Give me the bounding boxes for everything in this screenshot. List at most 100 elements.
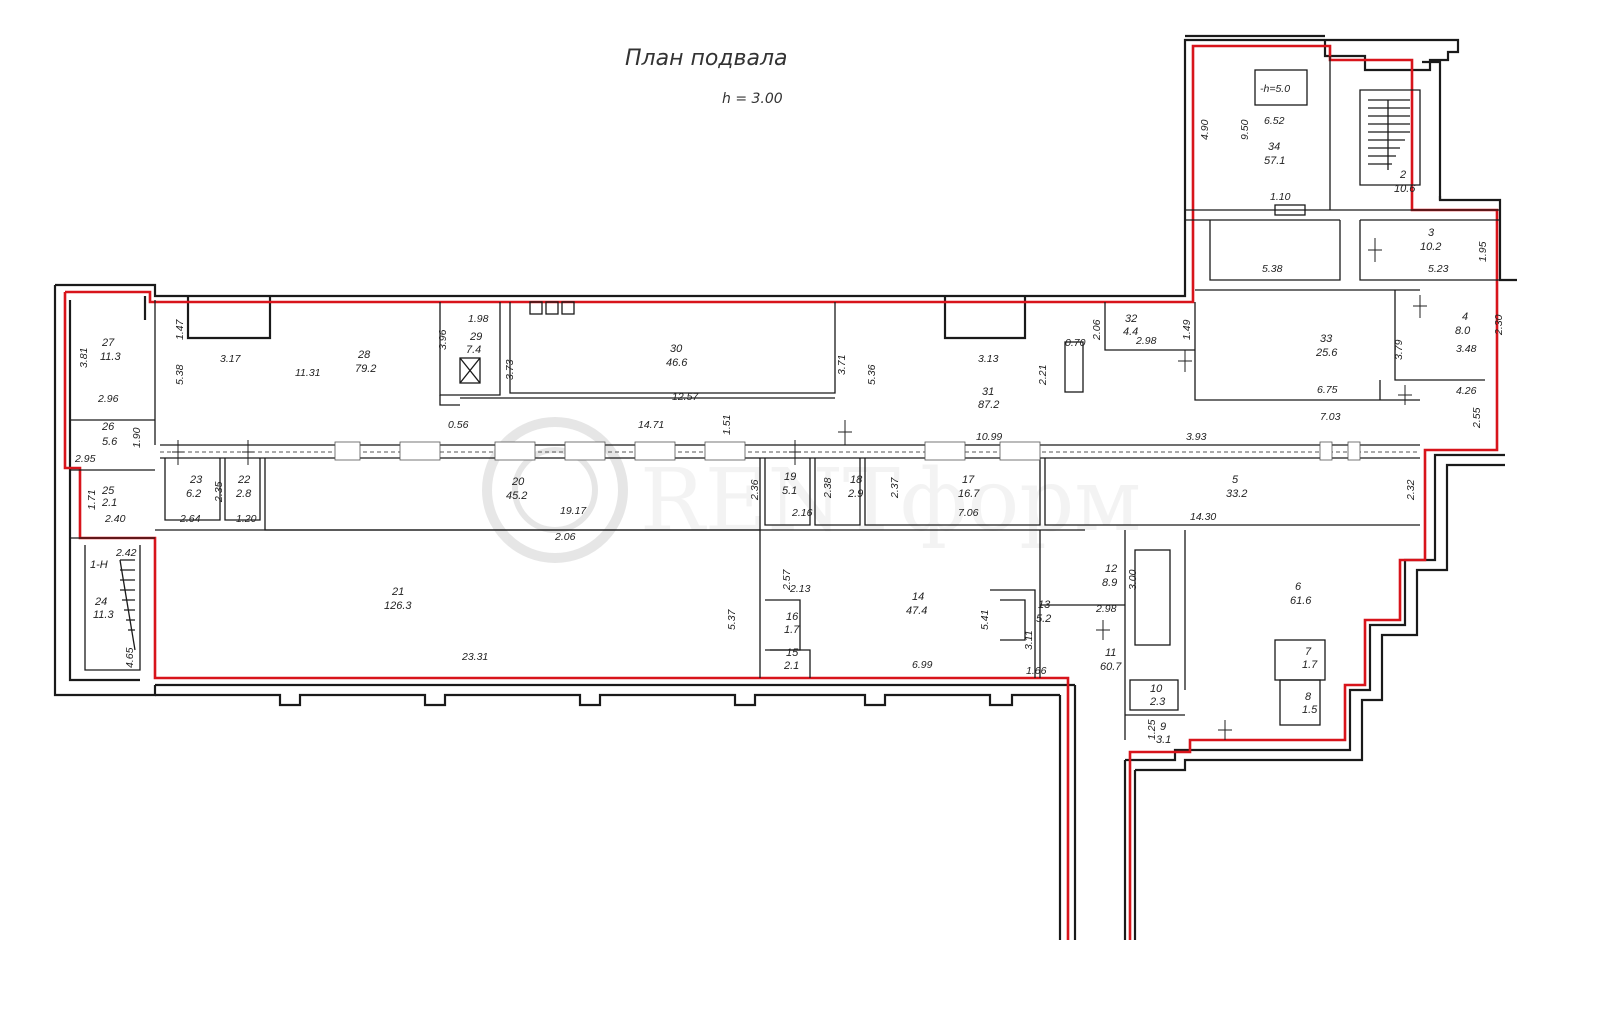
dimension: 0.56 bbox=[448, 419, 469, 431]
dimension: 9.50 bbox=[1239, 119, 1251, 140]
dimension: 2.13 bbox=[789, 583, 811, 595]
dimension: -h=5.0 bbox=[1260, 83, 1290, 95]
dimension: 2.40 bbox=[104, 513, 126, 525]
dimension: 3.73 bbox=[504, 359, 516, 380]
room-number: 8 bbox=[1305, 691, 1312, 703]
dimension: 3.96 bbox=[437, 329, 449, 350]
room-area: 2.9 bbox=[847, 488, 863, 500]
dimension: 5.38 bbox=[174, 364, 186, 385]
room-area: 10.2 bbox=[1420, 241, 1441, 253]
room-area: 5.1 bbox=[782, 485, 797, 497]
room-number: 21 bbox=[391, 586, 404, 598]
dimension-labels: 3.81 2.96 1.47 5.38 3.17 11.31 1.98 3.96… bbox=[74, 83, 1505, 740]
dimension: 5.41 bbox=[979, 610, 991, 630]
dimension: 23.31 bbox=[461, 651, 488, 663]
plan-title: План подвала bbox=[625, 46, 788, 71]
dimension: 2.21 bbox=[1037, 365, 1049, 386]
dimension: 7.06 bbox=[958, 507, 979, 519]
room-area: 57.1 bbox=[1264, 155, 1285, 167]
dimension: 2.42 bbox=[115, 547, 137, 559]
dimension: 4.26 bbox=[1456, 385, 1477, 397]
dimension: 5.36 bbox=[866, 364, 878, 385]
interior-walls bbox=[70, 56, 1501, 740]
dimension: 3.11 bbox=[1023, 630, 1035, 650]
room-area: 46.6 bbox=[666, 357, 688, 369]
room-number: 22 bbox=[237, 474, 250, 486]
room-number: 2 bbox=[1399, 169, 1406, 181]
room-number: 3 bbox=[1428, 227, 1435, 239]
dimension: 2.16 bbox=[791, 507, 813, 519]
room-area: 4.4 bbox=[1123, 326, 1138, 338]
room-number: 6 bbox=[1295, 581, 1302, 593]
dimension: 6.75 bbox=[1317, 384, 1338, 396]
dimension: 11.31 bbox=[295, 367, 321, 379]
dimension: 19.17 bbox=[560, 505, 587, 517]
dimension: 3.81 bbox=[78, 348, 90, 368]
room-number: 29 bbox=[469, 331, 482, 343]
room-area: 10.6 bbox=[1394, 183, 1416, 195]
room-number: 32 bbox=[1125, 313, 1137, 325]
dimension: 3.48 bbox=[1456, 343, 1477, 355]
room-number: 19 bbox=[784, 471, 796, 483]
dimension: 1.25 bbox=[1146, 719, 1158, 740]
dimension: 5.23 bbox=[1428, 263, 1449, 275]
room-area: 60.7 bbox=[1100, 661, 1122, 673]
dimension: 7.03 bbox=[1320, 411, 1341, 423]
dimension: 2.95 bbox=[74, 453, 96, 465]
dimension: 2.30 bbox=[1493, 314, 1505, 336]
room-area: 2.3 bbox=[1149, 696, 1166, 708]
room-number: 4 bbox=[1462, 311, 1468, 323]
room-number: 23 bbox=[189, 474, 203, 486]
room-area: 8.9 bbox=[1102, 577, 1117, 589]
dimension: 5.37 bbox=[726, 608, 738, 630]
room-number: 34 bbox=[1268, 141, 1280, 153]
room-area: 47.4 bbox=[906, 605, 927, 617]
room-number: 14 bbox=[912, 591, 924, 603]
dimension: 0.70 bbox=[1065, 337, 1086, 349]
dimension: 2.96 bbox=[97, 393, 119, 405]
room-area: 2.1 bbox=[101, 497, 117, 509]
room-area: 5.2 bbox=[1036, 613, 1051, 625]
watermark-text: RENTформ bbox=[640, 451, 1141, 551]
room-number: 31 bbox=[982, 386, 994, 398]
dimension: 1.49 bbox=[1181, 319, 1193, 340]
dimension: 2.98 bbox=[1135, 335, 1157, 347]
room-number: 28 bbox=[357, 349, 371, 361]
dimension: 1.51 bbox=[721, 415, 733, 435]
dimension: 1.95 bbox=[1477, 241, 1489, 262]
dimension: 2.57 bbox=[781, 568, 793, 591]
room-area: 126.3 bbox=[384, 600, 412, 612]
room-number: 17 bbox=[962, 474, 975, 486]
corridor-openings bbox=[334, 441, 1361, 461]
room-area: 6.2 bbox=[186, 488, 201, 500]
room-number: 7 bbox=[1305, 646, 1312, 658]
room-labels: 27 11.3 26 5.6 25 2.1 1-Н 24 11.3 28 79.… bbox=[90, 141, 1471, 746]
room-number: 9 bbox=[1160, 721, 1166, 733]
dimension: 4.90 bbox=[1199, 119, 1211, 140]
tick-marks bbox=[172, 238, 1427, 740]
room-area: 3.1 bbox=[1156, 734, 1171, 746]
dimension: 14.71 bbox=[638, 419, 664, 431]
dimension: 2.35 bbox=[213, 481, 225, 503]
room-number: 10 bbox=[1150, 683, 1163, 695]
dimension: 3.79 bbox=[1393, 339, 1405, 360]
room-area: 1.7 bbox=[784, 624, 800, 636]
room-area: 16.7 bbox=[958, 488, 980, 500]
room-area: 1.5 bbox=[1302, 704, 1318, 716]
room-area: 61.6 bbox=[1290, 595, 1312, 607]
room-area: 2.1 bbox=[783, 660, 799, 672]
dimension: 2.64 bbox=[179, 513, 201, 525]
dimension: 1.66 bbox=[1026, 665, 1047, 677]
dimension: 5.38 bbox=[1262, 263, 1283, 275]
room-number: 1-Н bbox=[90, 559, 108, 571]
room-area: 1.7 bbox=[1302, 659, 1318, 671]
dimension: 1.10 bbox=[1270, 191, 1291, 203]
dimension: 1.90 bbox=[131, 427, 143, 448]
dimension: 3.93 bbox=[1186, 431, 1207, 443]
room-number: 12 bbox=[1105, 563, 1117, 575]
dimension: 3.17 bbox=[220, 353, 242, 365]
room-area: 87.2 bbox=[978, 399, 999, 411]
room-number: 5 bbox=[1232, 474, 1239, 486]
room-area: 5.6 bbox=[102, 436, 118, 448]
